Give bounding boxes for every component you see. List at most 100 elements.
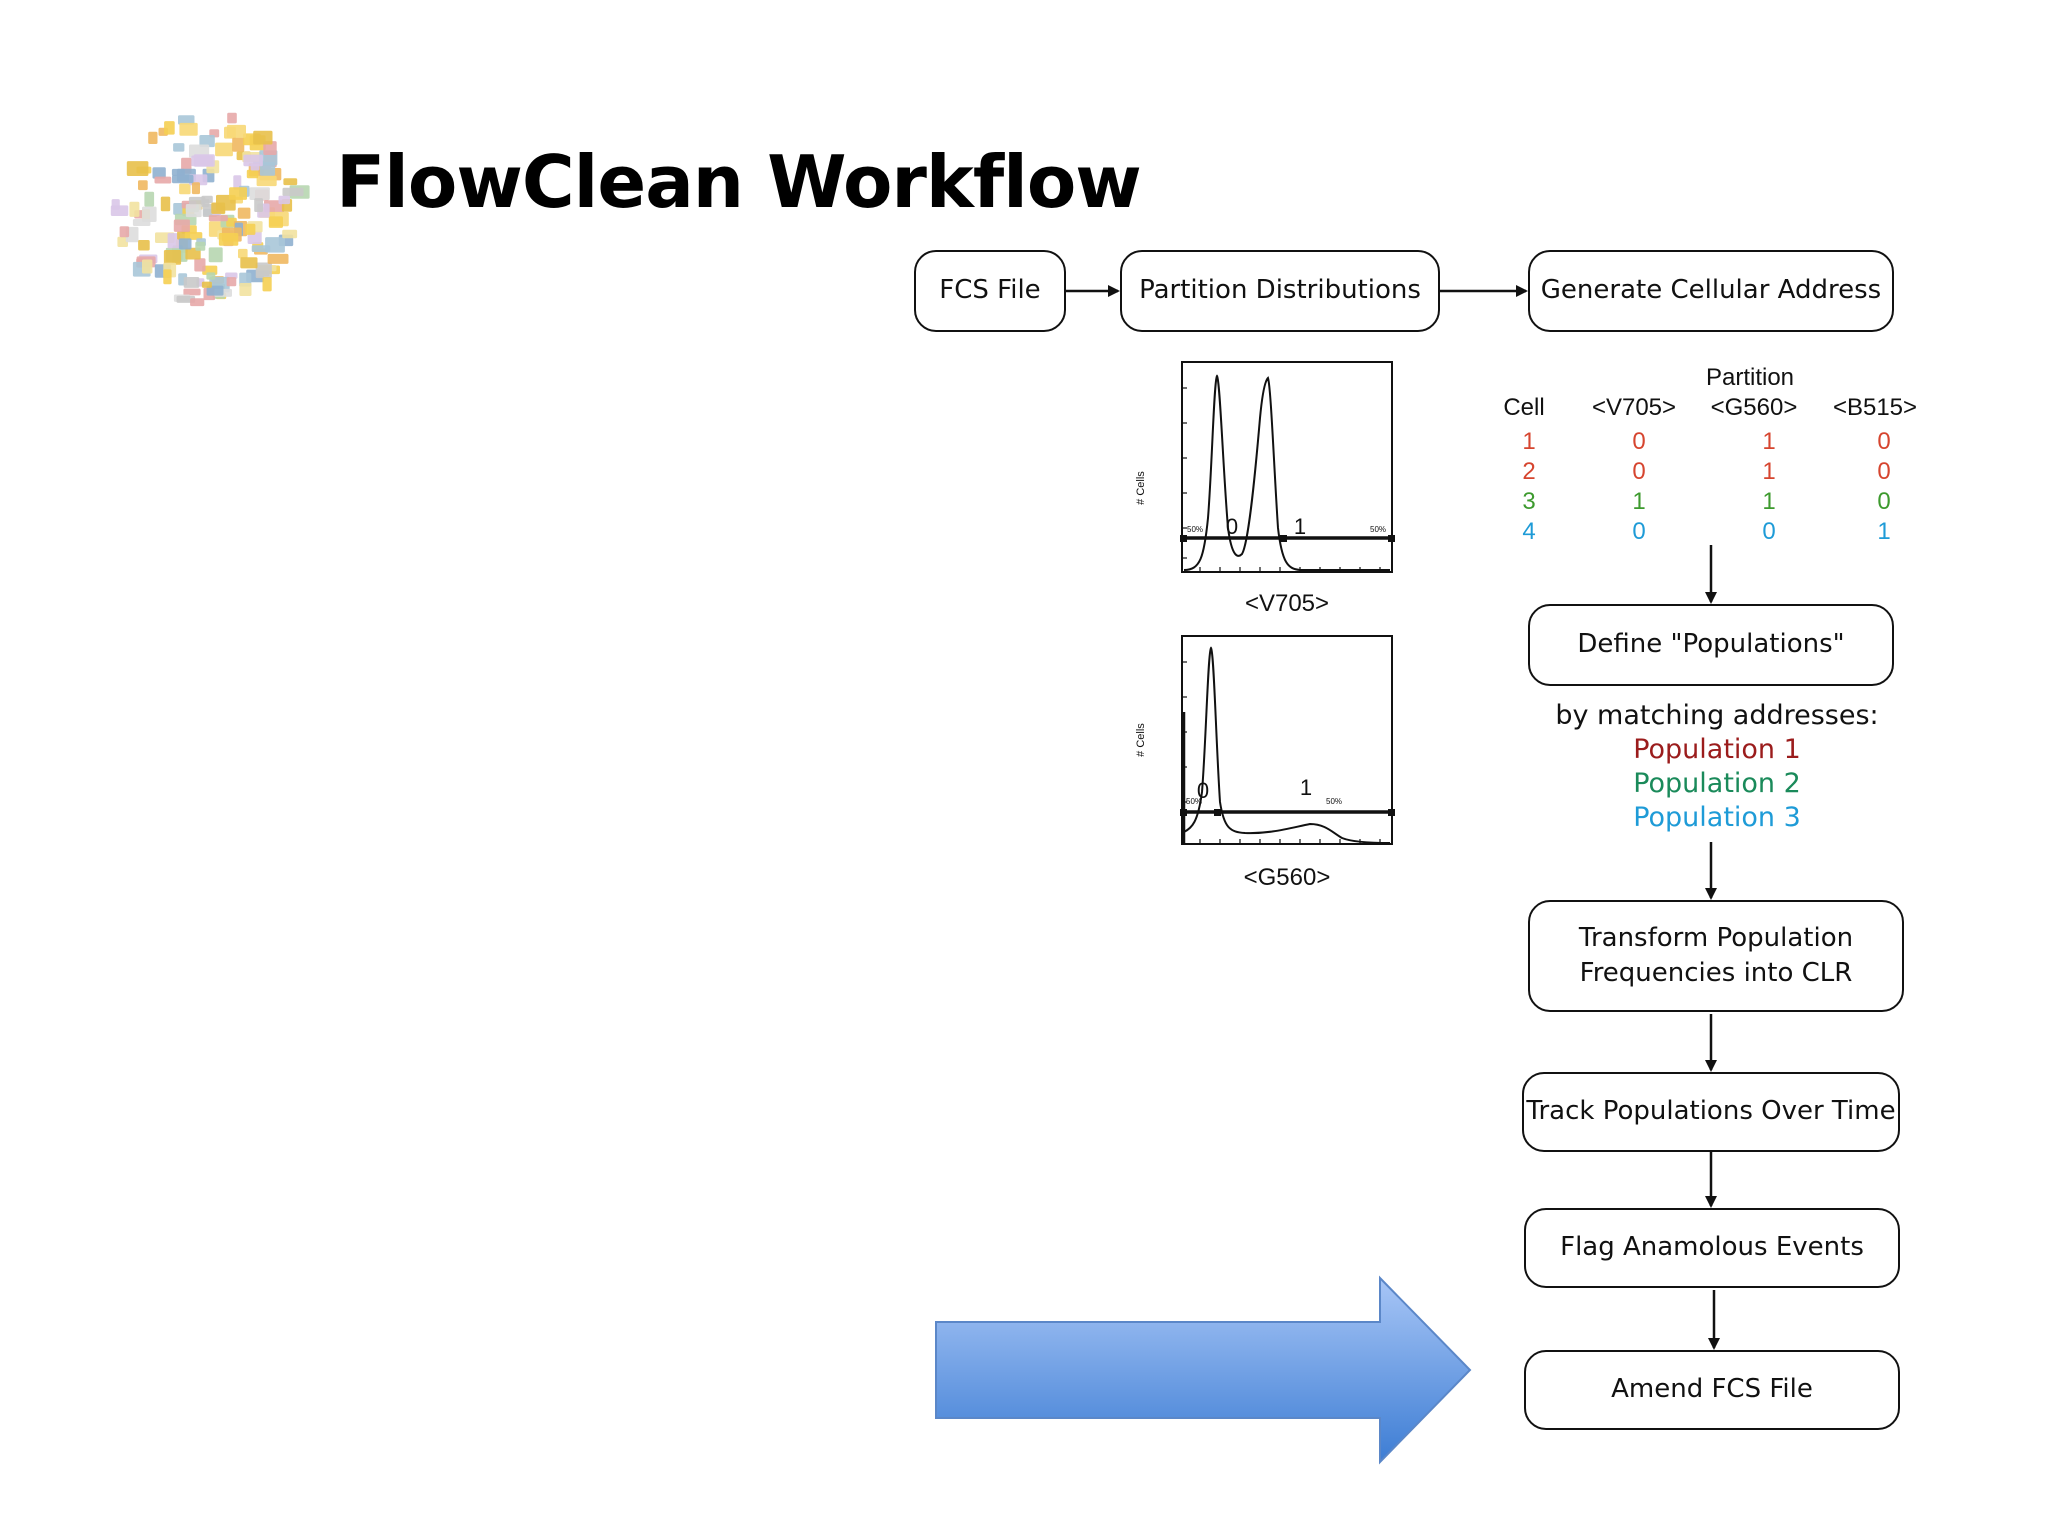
pct-right-v705: 50% xyxy=(1370,525,1386,534)
logo-tile xyxy=(246,169,259,179)
logo-tile xyxy=(183,288,201,296)
logo-tile xyxy=(194,258,206,272)
logo-tile xyxy=(185,247,201,260)
logo-tile xyxy=(179,183,191,195)
population-3: Population 3 xyxy=(1633,802,1801,833)
population-2: Population 2 xyxy=(1633,768,1801,799)
logo-tile xyxy=(126,161,149,176)
plot-frame-v705 xyxy=(1181,361,1393,573)
logo-tile xyxy=(199,135,215,148)
cell-id: 1 xyxy=(1522,428,1536,455)
logo-tile xyxy=(172,174,194,184)
logo-tile xyxy=(184,232,203,240)
flowclean-logo xyxy=(110,112,310,307)
y-axis-label-v705: # Cells xyxy=(1135,471,1147,505)
logo-tile xyxy=(183,277,200,288)
logo-tile xyxy=(173,219,190,232)
col-header-b515: <B515> xyxy=(1832,394,1918,421)
logo-tile xyxy=(117,236,128,247)
g560-value: 1 xyxy=(1762,428,1776,455)
transform-line-1: Transform Population xyxy=(1578,922,1854,953)
partition-group-header: Partition xyxy=(1705,364,1795,391)
plot-frame-g560 xyxy=(1181,635,1393,845)
logo-tile xyxy=(111,199,120,210)
g560-value: 1 xyxy=(1762,458,1776,485)
v705-value: 0 xyxy=(1632,428,1646,455)
cell-id: 4 xyxy=(1522,518,1536,545)
logo-tile xyxy=(129,201,140,217)
logo-tile xyxy=(227,112,237,124)
flag-anomalous-label: Flag Anamolous Events xyxy=(1560,1232,1864,1263)
pct-left-g560: 50% xyxy=(1186,797,1202,806)
logo-tile xyxy=(256,270,270,277)
logo-tile xyxy=(237,207,251,219)
logo-tile xyxy=(265,237,285,253)
logo-tile xyxy=(190,298,205,307)
ticks-g560 xyxy=(1182,661,1381,844)
fcs-file-box: FCS File xyxy=(914,250,1066,332)
cell-id: 3 xyxy=(1522,488,1536,515)
b515-value: 0 xyxy=(1877,488,1891,515)
logo-tile xyxy=(138,180,148,191)
logo-tile xyxy=(253,130,273,145)
logo-tile xyxy=(256,175,277,187)
partition-distributions-box: Partition Distributions xyxy=(1120,250,1440,332)
logo-tile xyxy=(226,277,237,287)
histogram-v705: # Cells 0 1 50% 50% xyxy=(1135,361,1395,573)
logo-tile xyxy=(164,121,175,135)
logo-tile xyxy=(240,257,258,269)
big-blue-arrow xyxy=(935,1275,1472,1465)
cell-id: 2 xyxy=(1522,458,1536,485)
logo-tile xyxy=(282,187,304,197)
logo-tile xyxy=(229,187,247,200)
logo-tile xyxy=(195,241,206,251)
v705-value: 0 xyxy=(1632,458,1646,485)
define-populations-box: Define "Populations" xyxy=(1528,604,1894,686)
logo-tile xyxy=(206,285,224,296)
logo-tile xyxy=(259,162,276,176)
logo-tile xyxy=(239,283,252,296)
logo-tile xyxy=(119,226,130,238)
logo-tile xyxy=(191,155,214,167)
logo-tile xyxy=(254,198,263,212)
logo-tile xyxy=(206,272,216,280)
logo-tile xyxy=(178,115,195,125)
logo-tile xyxy=(142,206,157,222)
col-header-cell: Cell xyxy=(1503,394,1545,421)
logo-tile xyxy=(232,137,245,152)
b515-value: 0 xyxy=(1877,458,1891,485)
logo-tile xyxy=(278,195,290,205)
logo-tile xyxy=(215,142,233,157)
v705-value: 0 xyxy=(1632,518,1646,545)
gate1-label-g560: 1 xyxy=(1300,775,1312,800)
logo-tile xyxy=(282,229,298,239)
logo-tile xyxy=(208,247,223,263)
logo-tile xyxy=(191,182,200,195)
logo-tile xyxy=(211,202,226,214)
logo-tile xyxy=(263,141,277,155)
logo-tile xyxy=(218,233,239,246)
col-header-g560: <G560> xyxy=(1710,394,1798,421)
pct-right-g560: 50% xyxy=(1326,797,1342,806)
amend-fcs-label: Amend FCS File xyxy=(1611,1374,1813,1405)
logo-tile xyxy=(138,240,150,251)
pct-left-v705: 50% xyxy=(1187,525,1203,534)
col-header-v705: <V705> xyxy=(1591,394,1677,421)
gate0-label-v705: 0 xyxy=(1226,514,1238,539)
b515-value: 1 xyxy=(1877,518,1891,545)
logo-tile xyxy=(238,248,248,259)
y-axis-label-g560: # Cells xyxy=(1135,723,1147,757)
v705-value: 1 xyxy=(1632,488,1646,515)
logo-tile xyxy=(163,250,182,265)
generate-cellular-address-label: Generate Cellular Address xyxy=(1540,275,1882,306)
logo-tile xyxy=(208,215,228,222)
logo-tile xyxy=(178,238,192,250)
logo-tile xyxy=(179,122,198,136)
transform-clr-box: Transform Population Frequencies into CL… xyxy=(1528,900,1904,1012)
x-axis-label-v705: <V705> xyxy=(1244,590,1330,617)
logo-tile xyxy=(152,167,166,179)
logo-tile xyxy=(188,196,206,205)
histogram-g560: # Cells 0 1 50% 50% xyxy=(1135,635,1395,845)
